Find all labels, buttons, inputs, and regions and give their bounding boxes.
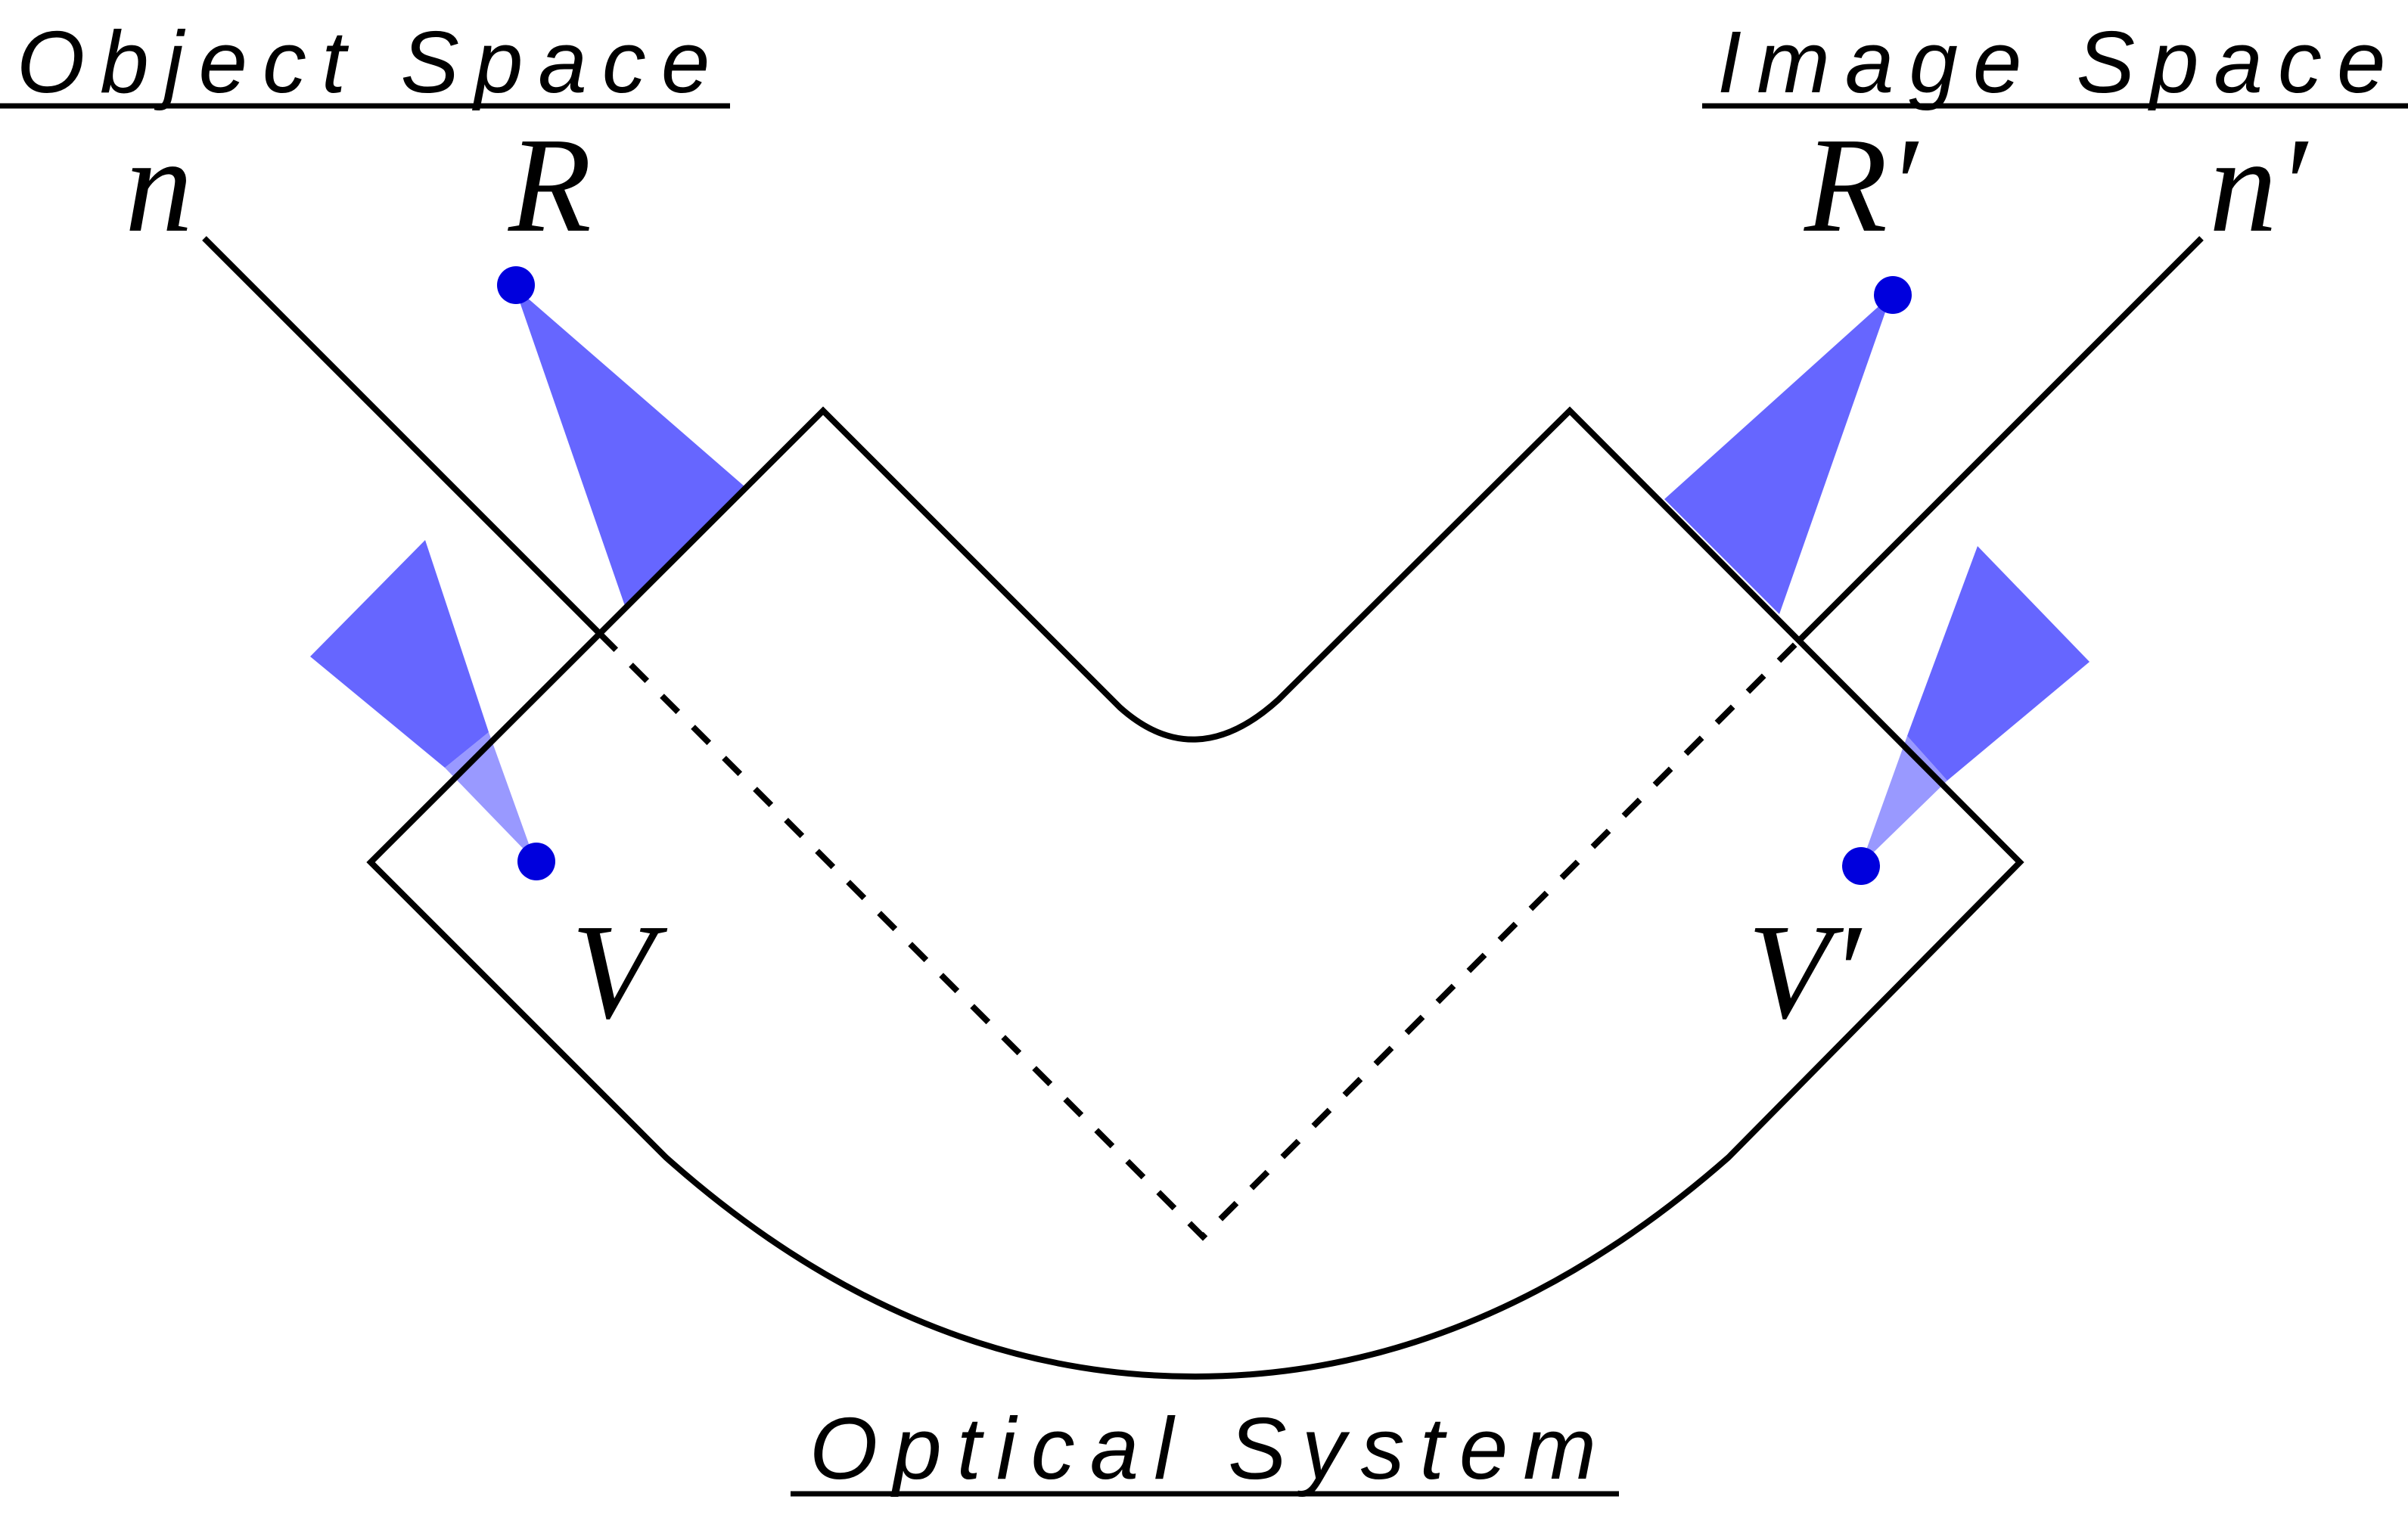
v-wedge — [310, 540, 489, 768]
v-prime-wedge — [1907, 546, 2090, 781]
internal-dashed-path — [598, 632, 1801, 1241]
point-r-prime — [1874, 276, 1912, 314]
point-v-prime — [1842, 847, 1880, 885]
r-wedge — [514, 287, 744, 606]
point-r — [497, 266, 535, 304]
label-v: V — [571, 896, 668, 1047]
r-prime-wedge — [1664, 295, 1891, 614]
ray-n — [202, 236, 602, 636]
image-space-title: Image Space — [1717, 13, 2401, 111]
label-r: R — [508, 110, 592, 260]
label-v-prime: V′ — [1748, 896, 1863, 1047]
object-space-title: Object Space — [17, 13, 725, 111]
optical-system-outline — [366, 406, 2024, 1380]
label-n-prime: n′ — [2209, 110, 2309, 260]
ray-n-prime — [1797, 236, 2204, 643]
label-r-prime: R′ — [1804, 110, 1919, 260]
optical-system-title: Optical System — [809, 1399, 1611, 1498]
label-n: n — [125, 110, 193, 260]
point-v — [517, 843, 555, 880]
